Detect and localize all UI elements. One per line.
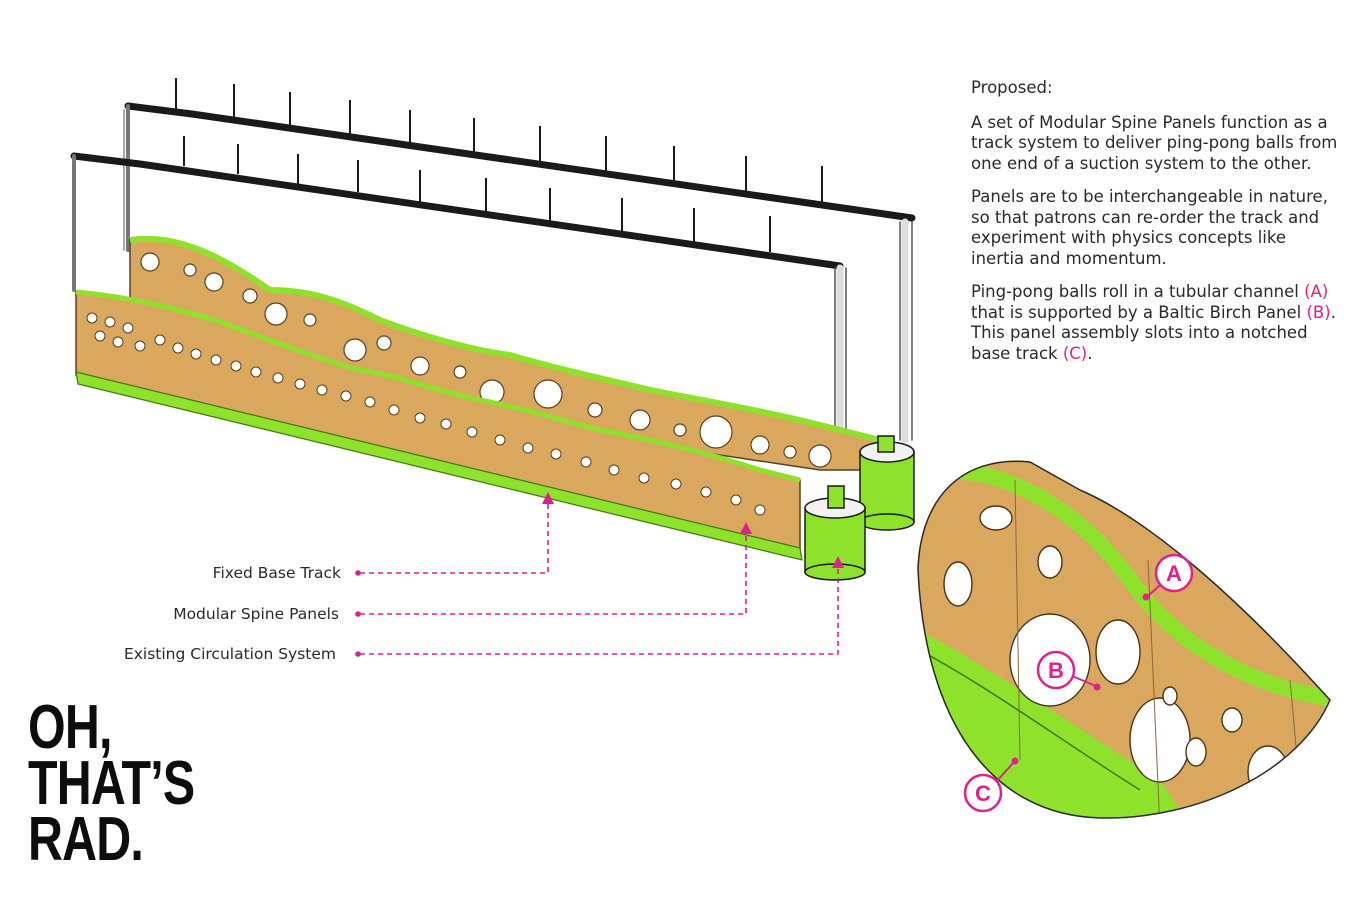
detail-callout-a-ring	[1154, 553, 1194, 593]
brand-line-1: OH,	[28, 693, 112, 762]
arrow-circulation	[832, 556, 844, 568]
front-hangers	[183, 136, 771, 252]
fixed-base-track	[75, 371, 803, 561]
front-spine-panel	[75, 289, 801, 551]
back-spine-panel	[129, 235, 881, 471]
detail-inset	[917, 460, 1331, 819]
detail-callout-b-ring	[1036, 650, 1076, 690]
para3-ref-c: (C)	[1062, 343, 1088, 363]
circulation-canisters	[804, 435, 915, 581]
detail-label-a: A	[1166, 561, 1182, 586]
para3-text-4: .	[1087, 343, 1093, 363]
para3-text-2: that is supported by a Baltic Birch Pane…	[971, 302, 1307, 322]
leader-lines	[360, 502, 839, 655]
description-para-1: A set of Modular Spine Panels function a…	[971, 112, 1338, 173]
detail-label-c: C	[975, 781, 991, 806]
back-pipe-frame	[123, 102, 916, 444]
detail-label-b: B	[1048, 658, 1064, 683]
leader-dot-base-track	[355, 570, 361, 576]
arrow-spine-panels	[740, 522, 752, 534]
description-heading: Proposed:	[971, 78, 1053, 97]
description-panel: Proposed: A set of Modular Spine Panels …	[971, 78, 1341, 377]
back-hangers	[175, 78, 823, 202]
leader-dot-circulation	[355, 651, 361, 657]
detail-callout-c-ring	[963, 773, 1003, 813]
front-pipe-frame	[70, 152, 847, 444]
detail-leader-c	[995, 761, 1015, 783]
leader-dot-spine-panels	[355, 611, 361, 617]
callout-fixed-base-track: Fixed Base Track	[212, 564, 341, 582]
arrow-base-track	[542, 492, 554, 504]
description-para-3: Ping-pong balls roll in a tubular channe…	[971, 282, 1341, 364]
para3-ref-b: (B)	[1306, 302, 1331, 322]
brand-line-2: THAT’S	[28, 749, 195, 818]
brand-line-3: RAD.	[28, 805, 144, 874]
callout-existing-circulation: Existing Circulation System	[123, 645, 336, 663]
para3-text-3: . This panel assembly slots into a notch…	[971, 302, 1336, 363]
brand-logo: OH, THAT’S RAD.	[28, 693, 195, 874]
para3-text-1: Ping-pong balls roll in a tubular channe…	[971, 282, 1305, 301]
para3-ref-a: (A)	[1304, 282, 1329, 301]
detail-leader-b	[1071, 675, 1097, 687]
callout-modular-spine-panels: Modular Spine Panels	[173, 605, 339, 623]
detail-leader-a	[1147, 584, 1161, 597]
description-para-2: Panels are to be interchangeable in natu…	[971, 187, 1328, 268]
